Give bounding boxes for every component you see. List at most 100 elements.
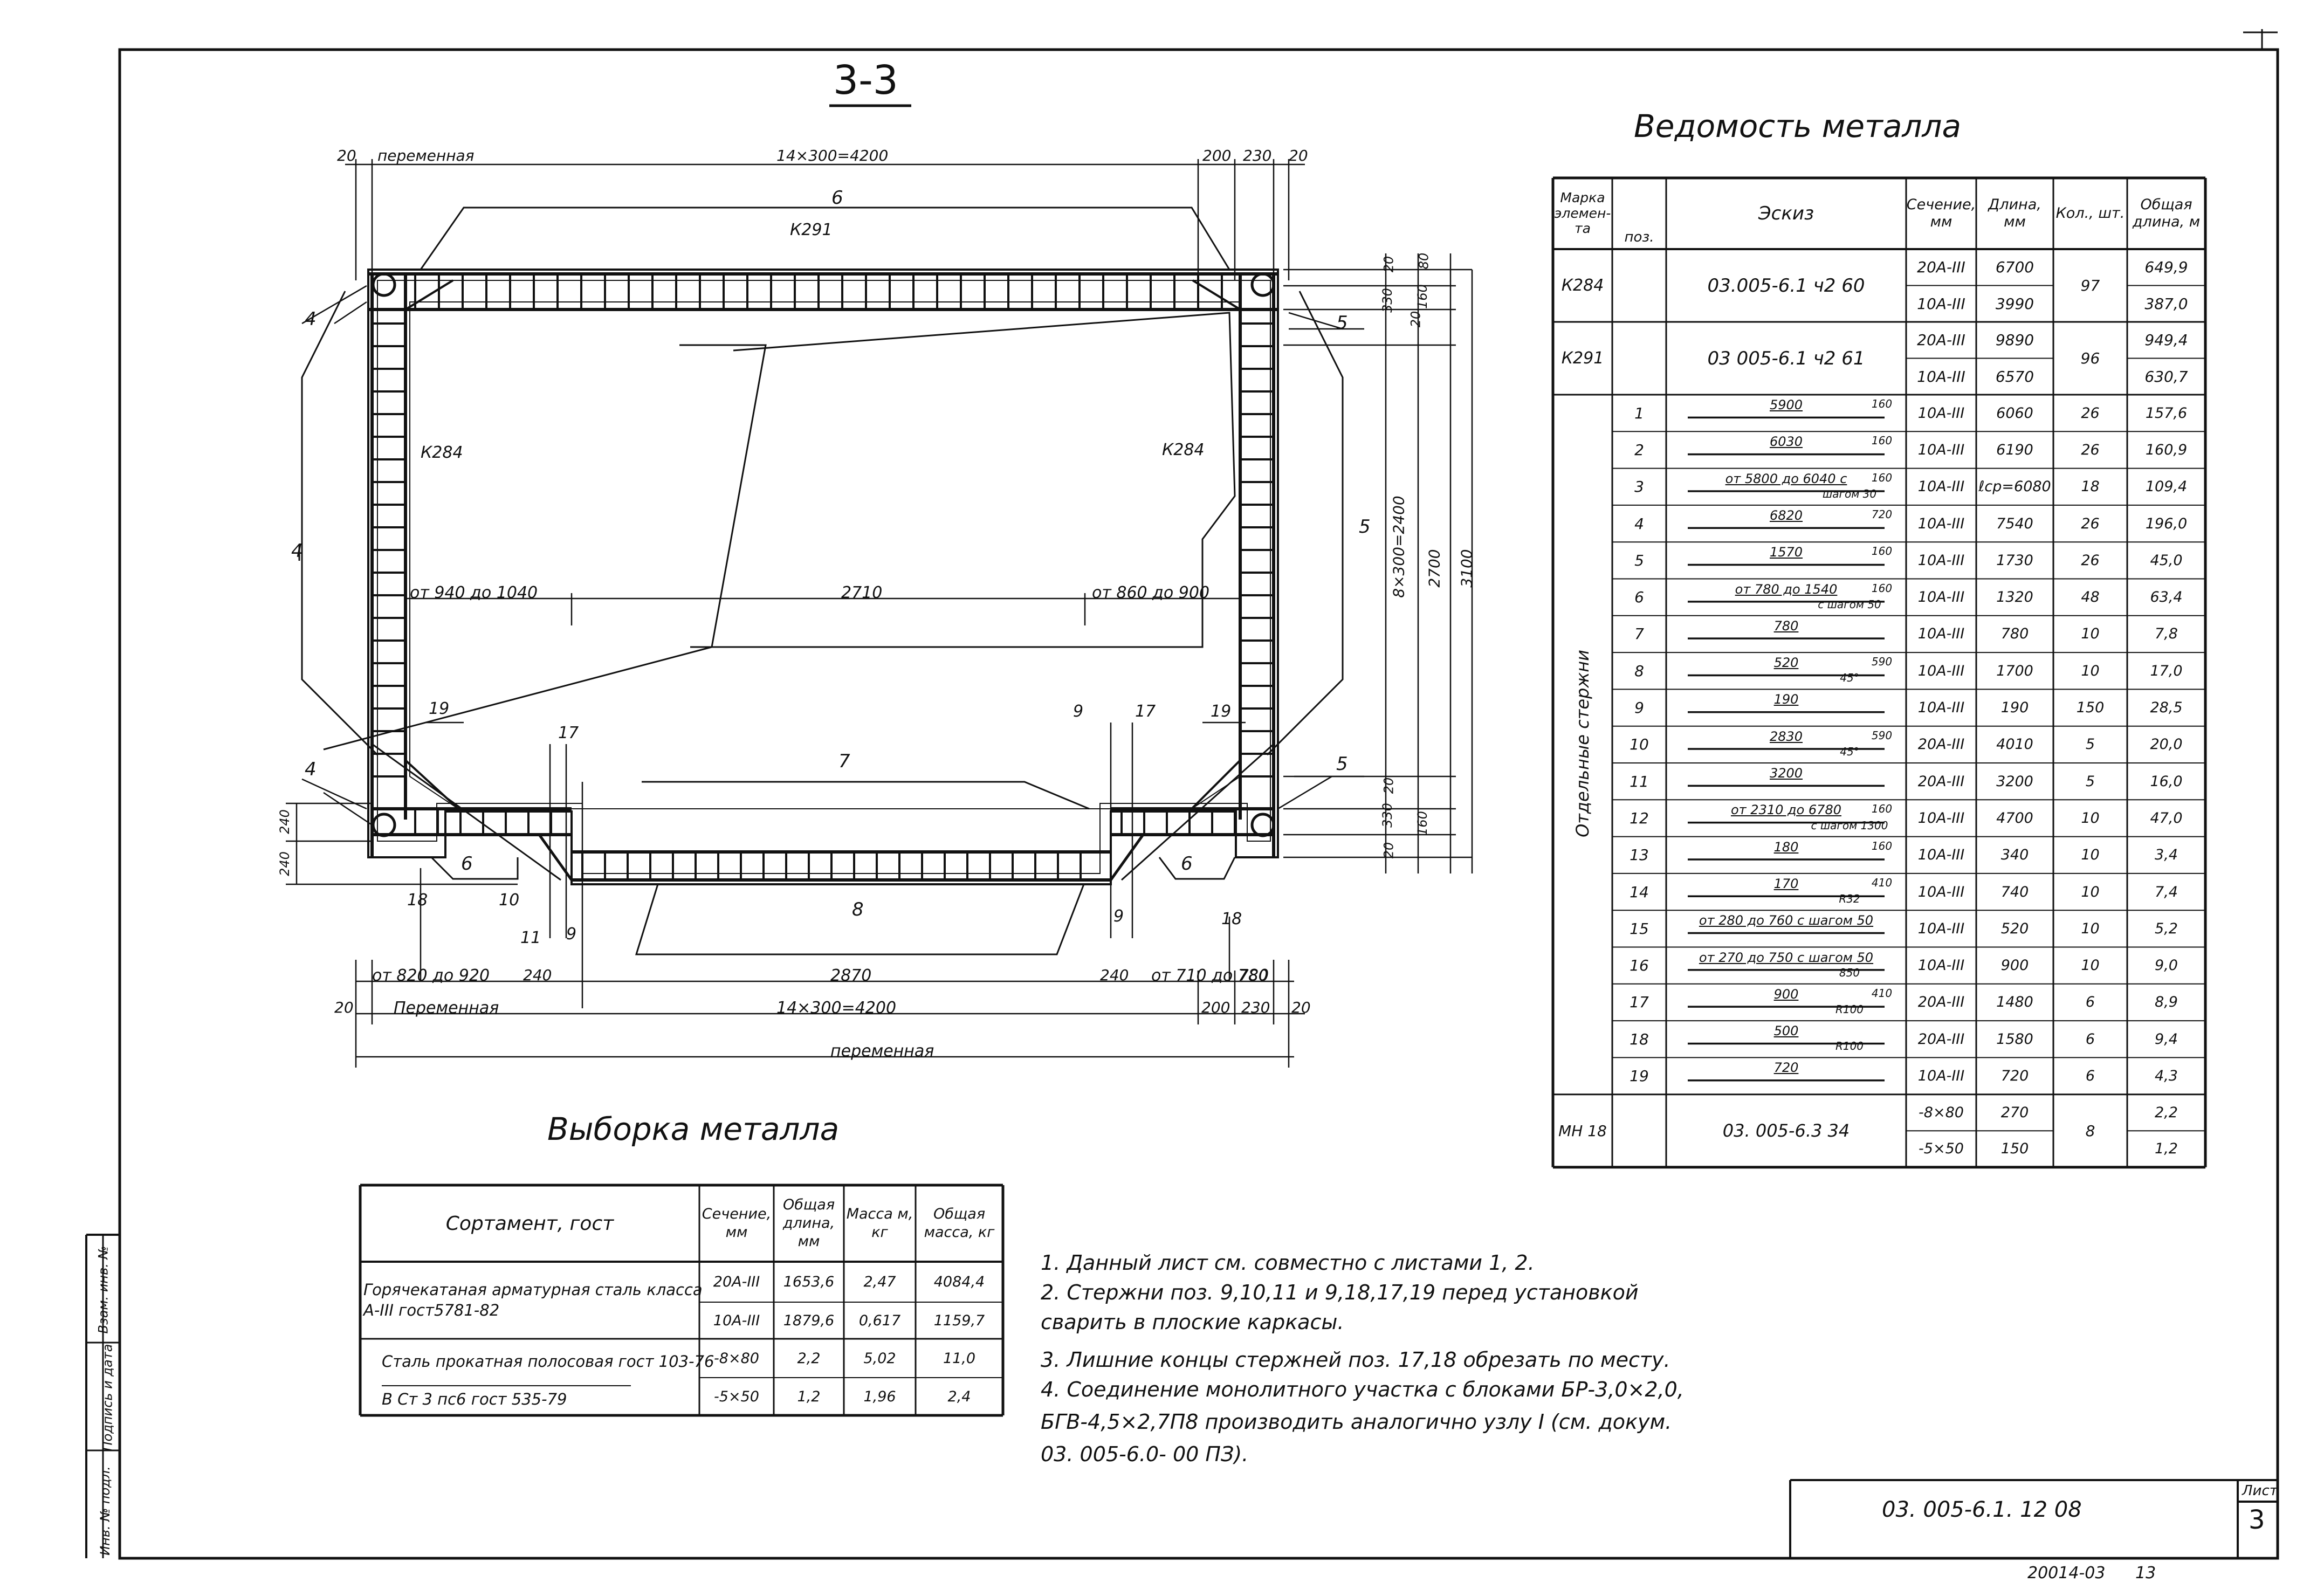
bar-sketch-dim: от 270 до 750 с шагом 50	[1699, 950, 1874, 965]
stamp-left-label-3: Взам. инв. №	[95, 1246, 111, 1334]
note-line: 2. Стержни поз. 9,10,11 и 9,18,17,19 пер…	[1041, 1281, 1639, 1304]
dim-right-2700: 2700	[1425, 549, 1443, 588]
element-length: 9890	[1995, 331, 2034, 349]
sel-total-len: 1879,6	[783, 1312, 835, 1329]
note-line: 1. Данный лист см. совместно с листами 1…	[1041, 1251, 1535, 1275]
mn-length: 150	[2000, 1140, 2029, 1158]
bar-length: 1320	[1996, 589, 2033, 606]
bar-sketch-dim: 6820	[1769, 507, 1803, 523]
bar-pos: 7	[1634, 625, 1644, 643]
stamp-left-label-1: Инв. № подл.	[97, 1466, 113, 1556]
bar-total: 109,4	[2145, 478, 2188, 496]
sel-total-mass: 1159,7	[933, 1312, 985, 1329]
bar-total: 5,2	[2155, 920, 2178, 937]
pos-11: 11	[520, 928, 541, 947]
bar-section: 10А-III	[1917, 1068, 1965, 1085]
sel-total-mass: 2,4	[947, 1388, 971, 1405]
bar-length: 4700	[1996, 809, 2033, 827]
bar-sketch-note: R32	[1839, 892, 1860, 906]
bar-sketch-note: 45°	[1840, 671, 1859, 685]
bar-sketch-dim: 3200	[1769, 766, 1803, 781]
bar-section: 10А-III	[1917, 847, 1965, 864]
header-total: Общая длина, м	[2132, 196, 2201, 230]
bar-sketch-dim: 5900	[1769, 397, 1803, 413]
dim-right-20d: 20	[1381, 842, 1397, 859]
bar-sketch-note: 850	[1839, 966, 1860, 979]
pos-8: 8	[852, 899, 864, 920]
bar-length: 1580	[1996, 1030, 2033, 1048]
bar-pos: 9	[1634, 699, 1644, 717]
element-qty: 96	[2080, 349, 2100, 367]
bar-section: 20А-III	[1917, 994, 1965, 1011]
bar-sketch-dim: 900	[1773, 986, 1799, 1002]
bar-total: 160,9	[2145, 441, 2188, 458]
dim-bottom-right-var: от 710 до 780	[1151, 966, 1269, 985]
bar-pos: 10	[1630, 735, 1649, 754]
section-title: 3-3	[833, 57, 898, 104]
bar-section: 20А-III	[1917, 736, 1965, 753]
dim-bottom-mid: 2870	[830, 966, 872, 985]
dim-right-20b: 20	[1408, 311, 1424, 328]
stamp-sheet-label: Лист	[2242, 1483, 2278, 1499]
bar-section: 10А-III	[1917, 515, 1965, 532]
element-section: 10А-III	[1917, 294, 1965, 313]
bar-qty: 5	[2085, 736, 2095, 753]
bar-section: 10А-III	[1917, 441, 1965, 458]
bar-sketch-note: R100	[1835, 1040, 1864, 1053]
sel-mass: 2,47	[863, 1274, 896, 1290]
sel-section: 20А-III	[713, 1274, 760, 1290]
label-k284-left: К284	[421, 443, 463, 462]
bar-sketch-note: с шагом 50	[1818, 597, 1881, 611]
stamp-bottom-no: 13	[2135, 1564, 2156, 1583]
dim-right-330: 330	[1379, 288, 1395, 313]
bar-qty: 150	[2076, 699, 2105, 717]
dim-bottom-span: 14×300=4200	[776, 999, 897, 1017]
dim-right-grid: 8×300=2400	[1390, 496, 1408, 598]
bar-total: 63,4	[2150, 589, 2183, 606]
pos-17-b: 17	[1135, 702, 1156, 721]
bar-length: 1730	[1996, 552, 2033, 569]
selection-title: Выборка металла	[547, 1111, 840, 1147]
bar-qty: 26	[2081, 515, 2100, 532]
bar-qty: 26	[2081, 441, 2100, 458]
dim-top-span: 14×300=4200	[776, 147, 889, 164]
mn-mark: МН 18	[1558, 1122, 1607, 1140]
bar-sketch-dim: 6030	[1769, 434, 1803, 450]
bar-total: 17,0	[2150, 662, 2183, 679]
dim-top-variable: переменная	[377, 147, 475, 164]
pos-9-c: 9	[1113, 907, 1124, 926]
element-total: 649,9	[2144, 258, 2188, 277]
bar-pos: 12	[1630, 809, 1649, 827]
pos-19-b: 19	[1211, 702, 1232, 721]
dim-bottom-variable-cap: Переменная	[394, 999, 499, 1017]
bar-section: 10А-III	[1917, 625, 1965, 643]
dim-top-20b: 20	[1289, 147, 1308, 164]
sel-header-total_len: Общая длина, мм	[782, 1196, 835, 1250]
stamp-sheet-no: 3	[2249, 1505, 2265, 1535]
note-line: БГВ-4,5×2,7П8 производить аналогично узл…	[1041, 1410, 1672, 1434]
bar-pos: 11	[1630, 772, 1649, 790]
bar-pos: 19	[1630, 1067, 1649, 1085]
bar-total: 47,0	[2150, 809, 2183, 827]
bar-total: 7,8	[2155, 625, 2178, 643]
bar-sketch-dim: 170	[1773, 876, 1799, 891]
bar-sketch-hook: 590	[1871, 728, 1893, 742]
dim-bottom-240a: 240	[523, 966, 552, 984]
bar-qty: 10	[2081, 920, 2100, 937]
schedule-grid	[1551, 176, 2207, 1169]
header-pos: поз.	[1624, 229, 1654, 245]
dim-right-330b: 330	[1379, 803, 1395, 828]
header-sketch: Эскиз	[1758, 203, 1814, 224]
bar-total: 196,0	[2145, 515, 2188, 532]
mn-section: -8×80	[1919, 1104, 1964, 1121]
sel-total-len: 1,2	[797, 1388, 821, 1405]
bar-length: 780	[2000, 625, 2029, 643]
bar-qty: 10	[2081, 957, 2100, 974]
bar-qty: 10	[2081, 662, 2100, 679]
dim-bottom-20: 20	[334, 999, 354, 1016]
bar-pos: 17	[1630, 993, 1649, 1012]
bar-section: 10А-III	[1917, 883, 1965, 900]
element-length: 3990	[1995, 294, 2034, 313]
note-line: 4. Соединение монолитного участка с блок…	[1041, 1378, 1684, 1401]
dim-right-160: 160	[1414, 284, 1430, 309]
